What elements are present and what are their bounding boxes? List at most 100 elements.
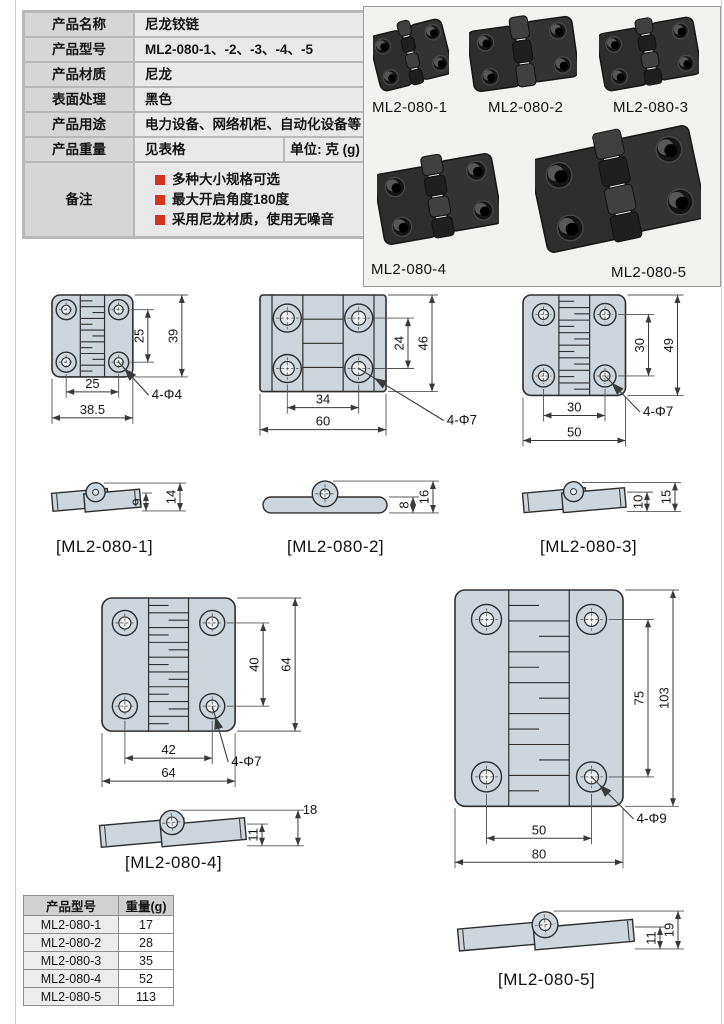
photo-label-1: ML2-080-1 [372, 99, 448, 116]
dim-hole-spacing-y: 40 [247, 657, 262, 671]
spec-value: 尼龙 [135, 63, 365, 86]
side-view: 11 18 [98, 802, 317, 848]
drawing-label: [ML2-080-4] [125, 853, 222, 872]
note-item: 多种大小规格可选 [155, 171, 365, 188]
dim-height: 46 [416, 336, 431, 350]
dim-side-thickness: 11 [644, 931, 659, 945]
page-border-right [721, 0, 722, 1024]
note-text: 采用尼龙材质，使用无噪音 [172, 212, 334, 227]
photo-label-2: ML2-080-2 [488, 99, 564, 116]
hole-note: 4-Φ7 [643, 404, 673, 419]
weight-value-cell: 17 [118, 915, 174, 934]
dim-width: 60 [316, 414, 330, 429]
weight-model-cell: ML2-080-4 [23, 969, 119, 988]
dim-side-height: 14 [164, 490, 179, 504]
spec-label: 产品用途 [25, 113, 133, 136]
dim-side-height: 18 [303, 802, 317, 817]
spec-row: 产品重量见表格单位: 克 (g) [25, 138, 365, 161]
page-border-left [15, 0, 16, 1024]
weight-model-cell: ML2-080-1 [23, 915, 119, 934]
weight-value-cell: 52 [118, 969, 174, 988]
hole-note: 4-Φ7 [231, 754, 261, 769]
dim-side-thickness: 11 [246, 828, 261, 842]
weight-model-cell: ML2-080-3 [23, 951, 119, 970]
note-item: 采用尼龙材质，使用无噪音 [155, 211, 365, 228]
dim-hole-spacing-x: 34 [316, 392, 330, 407]
dim-side-height: 15 [659, 490, 674, 504]
note-item: 最大开启角度180度 [155, 191, 365, 208]
hole-note: 4-Φ9 [637, 811, 667, 826]
photo-label-4: ML2-080-4 [371, 261, 447, 278]
spec-value: 黑色 [135, 88, 365, 111]
drawing-label: [ML2-080-3] [540, 537, 637, 556]
dim-height: 64 [279, 657, 294, 671]
spec-label: 产品重量 [25, 138, 133, 161]
weight-value-cell: 35 [118, 951, 174, 970]
dim-side-height: 19 [662, 923, 677, 937]
spec-label: 产品材质 [25, 63, 133, 86]
spec-notes: 多种大小规格可选最大开启角度180度采用尼龙材质，使用无噪音 [135, 163, 365, 236]
dim-hole-spacing-y: 24 [392, 336, 407, 350]
spec-row: 产品用途电力设备、网络机柜、自动化设备等 [25, 113, 365, 136]
drawing-label: [ML2-080-1] [56, 537, 153, 556]
dim-height: 49 [661, 338, 676, 352]
spec-row: 产品名称尼龙铰链 [25, 13, 365, 36]
spec-row: 表面处理黑色 [25, 88, 365, 111]
dim-hole-spacing-y: 75 [632, 691, 647, 705]
note-text: 最大开启角度180度 [172, 192, 290, 207]
product-photo-ml2-080-4 [377, 153, 499, 245]
spec-value: 尼龙铰链 [135, 13, 365, 36]
bullet-square-icon [155, 174, 165, 185]
product-photo-ml2-080-2 [469, 15, 577, 93]
weight-table-header-weight: 重量(g) [118, 895, 174, 916]
weight-value-cell: 113 [118, 987, 174, 1006]
dim-width: 64 [161, 765, 175, 780]
spec-value: ML2-080-1、-2、-3、-4、-5 [135, 38, 365, 61]
note-text: 多种大小规格可选 [172, 172, 280, 187]
spec-label: 产品型号 [25, 38, 133, 61]
spec-value: 见表格 [135, 138, 283, 161]
front-view: 75 103 50 80 4-Φ9 [454, 589, 679, 869]
dim-height: 103 [657, 687, 672, 709]
side-view: 10 15 [521, 481, 681, 514]
side-view: 816 [262, 480, 439, 514]
dim-width: 80 [532, 846, 546, 861]
bullet-square-icon [155, 194, 165, 205]
hole-note: 4-Φ7 [447, 413, 477, 428]
dim-hole-spacing-x: 30 [567, 399, 581, 414]
dim-side-thickness: 10 [631, 495, 646, 509]
dim-hole-spacing-x: 25 [85, 376, 99, 391]
dim-side-thickness: 8 [397, 501, 412, 508]
dim-hole-spacing-y: 30 [632, 338, 647, 352]
spec-row: 产品材质尼龙 [25, 63, 365, 86]
dim-hole-spacing-y: 25 [131, 329, 146, 343]
spec-row: 备注多种大小规格可选最大开启角度180度采用尼龙材质，使用无噪音 [25, 163, 365, 236]
photo-label-3: ML2-080-3 [613, 99, 689, 116]
drawing-label: [ML2-080-5] [498, 970, 595, 989]
dim-hole-spacing-x: 50 [532, 822, 546, 837]
spec-unit: 单位: 克 (g) [285, 138, 365, 161]
product-photo-ml2-080-1 [373, 18, 449, 92]
front-view: 24 46 34 60 4-Φ7 [259, 294, 477, 436]
spec-label: 备注 [25, 163, 133, 236]
weight-table-header-model: 产品型号 [23, 895, 119, 916]
spec-label: 产品名称 [25, 13, 133, 36]
dim-side-thickness: 9 [130, 498, 145, 505]
product-photo-ml2-080-3 [599, 16, 699, 92]
weight-model-cell: ML2-080-2 [23, 933, 119, 952]
hole-note: 4-Φ4 [152, 387, 183, 402]
